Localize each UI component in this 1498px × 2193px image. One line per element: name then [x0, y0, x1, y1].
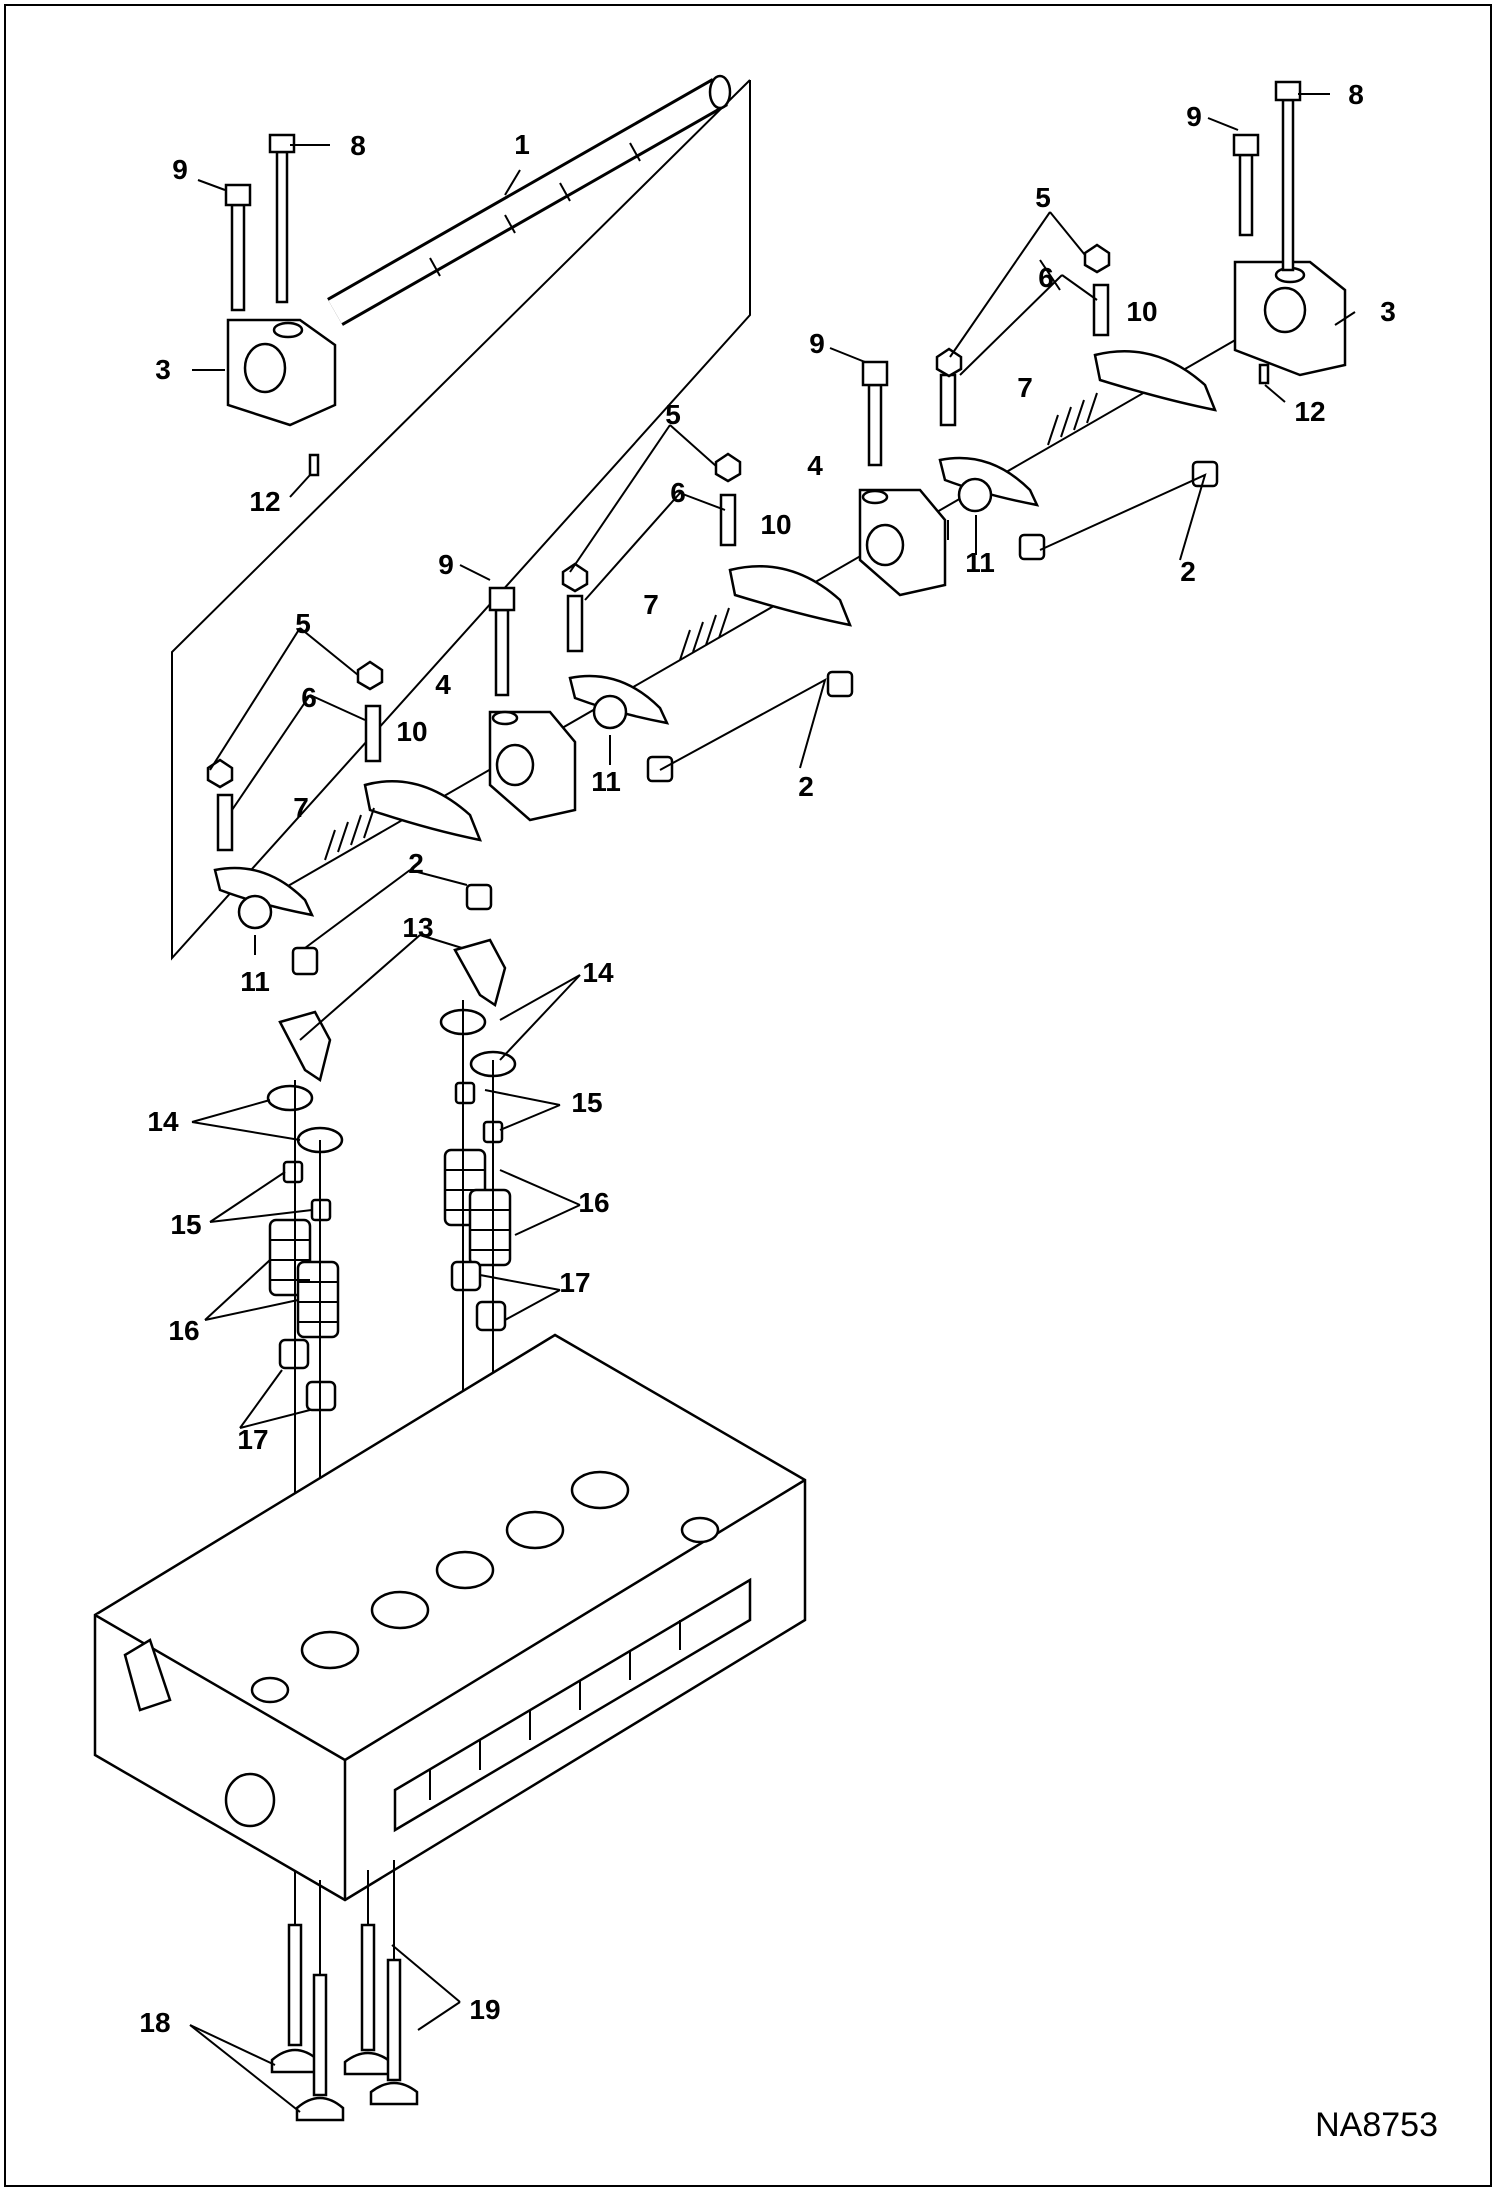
assembly-enclosure-outline: [171, 79, 751, 961]
valve-collets: [282, 1081, 504, 1222]
rocker-shaft: [327, 74, 732, 326]
bracket-bolts: [224, 133, 1260, 697]
valve-springs: [268, 1148, 512, 1339]
figure-id: NA8753: [1315, 2106, 1438, 2144]
callout-5: 5: [665, 399, 681, 430]
rocker-arms: [213, 350, 1218, 930]
callout-7: 7: [293, 792, 309, 823]
leader-lines: [189, 93, 1356, 2113]
callout-17: 17: [559, 1267, 591, 1298]
callout-11: 11: [240, 966, 270, 997]
callout-8: 8: [350, 130, 366, 161]
callout-9: 9: [172, 154, 188, 185]
callout-3: 3: [1380, 296, 1396, 327]
callout-9: 9: [809, 328, 825, 359]
callout-2: 2: [1180, 556, 1196, 587]
callout-2: 2: [408, 848, 424, 879]
adjust-screws-nuts: [206, 243, 1111, 852]
callout-6: 6: [670, 477, 686, 508]
callout-11: 11: [965, 547, 995, 578]
callout-3: 3: [155, 354, 171, 385]
shaft-springs: [324, 392, 1098, 861]
callout-16: 16: [168, 1315, 200, 1346]
valves: [270, 1860, 419, 2122]
callout-6: 6: [301, 682, 317, 713]
callout-17: 17: [237, 1424, 269, 1455]
callout-19: 19: [469, 1994, 501, 2025]
callout-6: 6: [1038, 262, 1054, 293]
callout-14: 14: [582, 957, 614, 988]
callout-16: 16: [578, 1187, 610, 1218]
callout-12: 12: [1294, 396, 1326, 427]
callout-10: 10: [760, 509, 792, 540]
callout-15: 15: [571, 1087, 603, 1118]
callout-4: 4: [807, 450, 823, 481]
shaft-bracket-mid-lower: [488, 710, 577, 822]
callout-9: 9: [438, 549, 454, 580]
callout-5: 5: [295, 608, 311, 639]
valve-caps: [291, 460, 1219, 976]
callout-10: 10: [1126, 296, 1158, 327]
short-bolts: [268, 80, 1302, 304]
callout-5: 5: [1035, 182, 1051, 213]
shaft-bracket-left: [226, 318, 337, 427]
callout-15: 15: [170, 1209, 202, 1240]
cylinder-head: [93, 1333, 807, 1902]
shaft-bracket-right: [1233, 260, 1347, 377]
callout-4: 4: [435, 669, 451, 700]
callout-1: 1: [514, 129, 530, 160]
callout-7: 7: [1017, 372, 1033, 403]
callout-7: 7: [643, 589, 659, 620]
valve-bridges: [278, 938, 507, 1083]
callout-12: 12: [249, 486, 281, 517]
callout-14: 14: [147, 1106, 179, 1137]
diagram-frame: [4, 4, 1492, 2187]
callout-8: 8: [1348, 79, 1364, 110]
shaft-bracket-mid-upper: [858, 488, 947, 597]
callout-11: 11: [591, 766, 621, 797]
callout-9: 9: [1186, 101, 1202, 132]
callout-10: 10: [396, 716, 428, 747]
callout-18: 18: [139, 2007, 171, 2038]
callout-13: 13: [402, 912, 434, 943]
dowel-pins: [308, 363, 1270, 477]
callout-2: 2: [798, 771, 814, 802]
